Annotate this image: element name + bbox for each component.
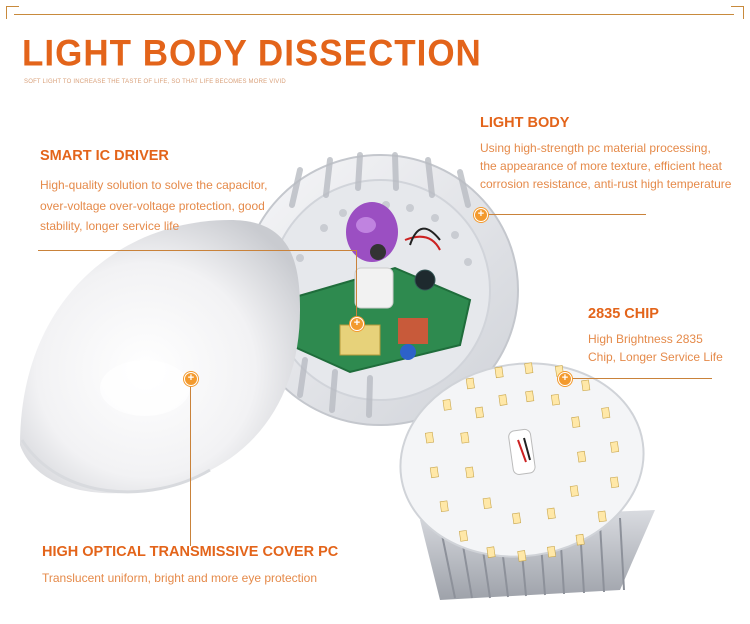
light-body-line-3: corrosion resistance, anti-rust high tem… [480, 177, 732, 191]
leader-line-smart-ic [38, 250, 356, 251]
page-subtitle: SOFT LIGHT TO INCREASE THE TASTE OF LIFE… [24, 79, 286, 85]
leader-line-cover [190, 378, 191, 546]
smart-ic-line-2: over-voltage over-voltage protection, go… [40, 198, 265, 213]
light-body-line-2: the appearance of more texture, efficien… [480, 159, 722, 173]
corner-ornament-right [731, 6, 744, 19]
corner-ornament-left [6, 6, 19, 19]
light-body-line-1: Using high-strength pc material processi… [480, 141, 711, 155]
marker-smart-ic: + [350, 317, 364, 331]
light-body-description: Using high-strength pc material processi… [480, 139, 731, 193]
smart-ic-line-1: High-quality solution to solve the capac… [40, 178, 268, 192]
smart-ic-line-3: stability, longer service life [40, 219, 180, 233]
chip-heading: 2835 CHIP [588, 306, 659, 322]
chip-line-2: Chip, Longer Service Life [588, 350, 723, 364]
driver-board [283, 202, 472, 374]
cover-line-1: Translucent uniform, bright and more eye… [42, 571, 318, 585]
cover-description: Translucent uniform, bright and more eye… [42, 568, 317, 589]
chip-description: High Brightness 2835 Chip, Longer Servic… [588, 330, 723, 366]
smart-ic-heading: SMART IC DRIVER [40, 148, 169, 164]
marker-cover: + [184, 372, 198, 386]
top-divider [14, 14, 734, 15]
cover-heading: HIGH OPTICAL TRANSMISSIVE COVER PC [42, 544, 339, 560]
leader-line-chip [564, 378, 712, 379]
leader-line-smart-ic-vertical [356, 250, 357, 322]
smart-ic-description: High-quality solution to solve the capac… [40, 175, 267, 237]
dome-cover [20, 220, 300, 494]
marker-light-body: + [474, 208, 488, 222]
page-title: LIGHT BODY DISSECTION [22, 33, 482, 74]
marker-chip: + [558, 372, 572, 386]
chip-line-1: High Brightness 2835 [588, 332, 703, 346]
leader-line-light-body [480, 214, 646, 215]
led-plate [399, 362, 645, 562]
light-body-heading: LIGHT BODY [480, 115, 570, 131]
